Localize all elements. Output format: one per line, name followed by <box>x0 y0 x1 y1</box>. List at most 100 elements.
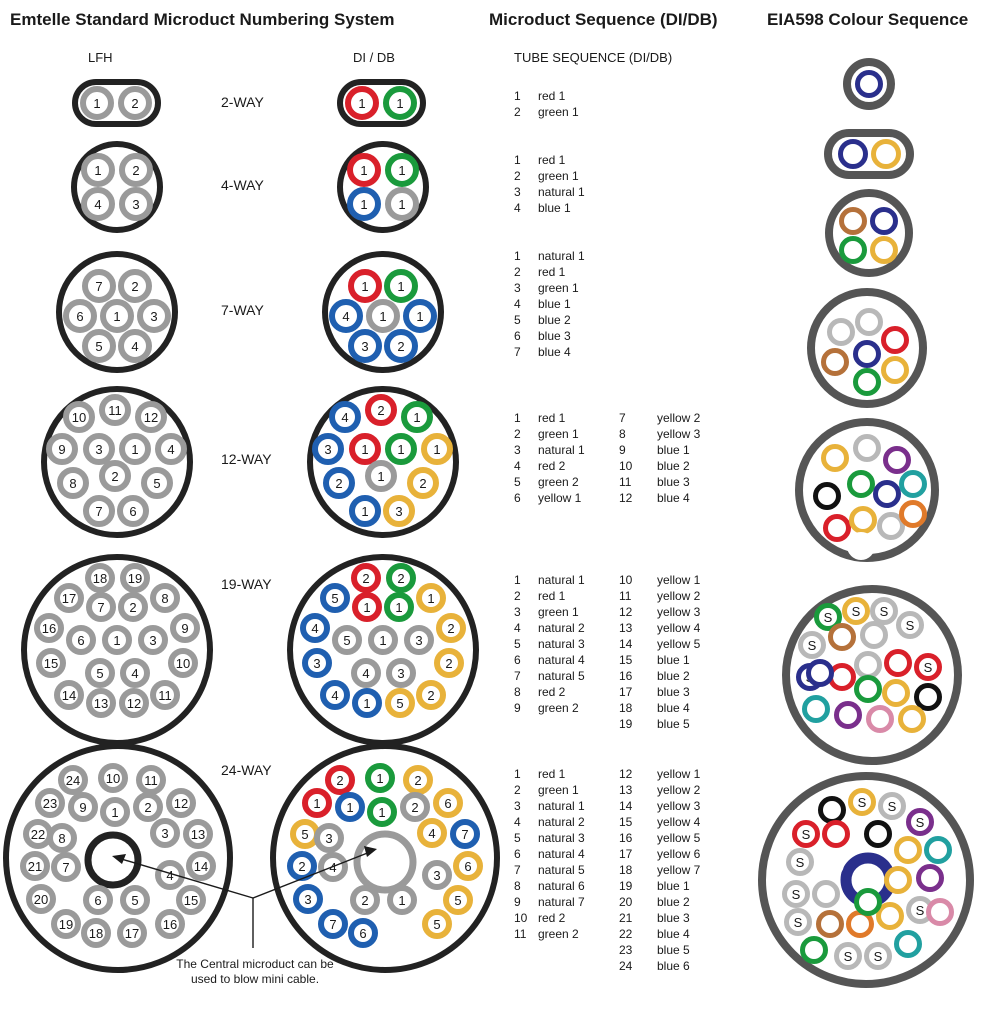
sequence-colour: natural 1 <box>538 249 585 263</box>
microduct-tube <box>368 625 398 655</box>
eia-tube <box>821 444 849 472</box>
eia-tube <box>828 663 856 691</box>
sequence-colour: blue 4 <box>657 927 690 941</box>
microduct-number: 3 <box>161 826 168 841</box>
eia-tube <box>839 236 867 264</box>
sequence-number: 7 <box>514 345 521 359</box>
eia-spare-label: S <box>794 915 803 930</box>
sequence-colour: blue 1 <box>657 443 690 457</box>
eia-spare-label: S <box>874 949 883 964</box>
sequence-colour: blue 6 <box>657 959 690 973</box>
sequence-colour: red 1 <box>538 767 566 781</box>
microduct-tube <box>345 86 379 120</box>
eia-tube <box>873 480 901 508</box>
arrowhead-right <box>364 846 377 857</box>
sequence-colour: green 1 <box>538 427 579 441</box>
microduct-tube <box>365 763 395 793</box>
microduct-tube <box>436 613 466 643</box>
microduct-tube <box>150 818 180 848</box>
sequence-colour: green 1 <box>538 169 579 183</box>
sequence-number: 3 <box>514 605 521 619</box>
eia-tube <box>854 651 882 679</box>
microduct-number: 4 <box>131 666 138 681</box>
microduct-tube <box>422 860 452 890</box>
microduct-number: 2 <box>411 800 418 815</box>
microduct-tube <box>141 467 173 499</box>
microduct-tube <box>404 625 434 655</box>
microduct-number: 1 <box>376 771 383 786</box>
eia-tube <box>883 446 911 474</box>
microduct-tube <box>100 299 134 333</box>
microduct-tube <box>166 788 196 818</box>
microduct-number: 9 <box>58 442 65 457</box>
microduct-tube <box>400 792 430 822</box>
eia-tube <box>914 683 942 711</box>
microduct-number: 8 <box>161 591 168 606</box>
eia-tube <box>847 470 875 498</box>
eia-tube <box>899 470 927 498</box>
way-label-19: 19-WAY <box>221 576 272 592</box>
eia-cable-4 <box>825 189 913 277</box>
sequence-colour: yellow 2 <box>657 783 701 797</box>
microduct-number: 18 <box>89 926 103 941</box>
microduct-number: 2 <box>377 403 384 418</box>
microduct-number: 17 <box>125 926 139 941</box>
microduct-tube <box>312 433 344 465</box>
eia-tube <box>806 659 834 687</box>
microduct-tube <box>320 680 350 710</box>
microduct-number: 21 <box>28 859 42 874</box>
sequence-colour: green 1 <box>538 783 579 797</box>
microduct-tube <box>422 909 452 939</box>
microduct-number: 12 <box>174 796 188 811</box>
microduct-number: 1 <box>377 469 384 484</box>
microduct-tube <box>325 765 355 795</box>
microduct-number: 7 <box>97 600 104 615</box>
sequence-colour: natural 1 <box>538 443 585 457</box>
sequence-number: 3 <box>514 443 521 457</box>
microduct-number: 19 <box>59 917 73 932</box>
sequence-number: 5 <box>514 831 521 845</box>
microduct-tube <box>155 909 185 939</box>
sequence-row: 3 natural 1 <box>514 442 585 458</box>
microduct-tube <box>119 433 151 465</box>
sequence-number: 1 <box>514 89 521 103</box>
microduct-number: 3 <box>313 656 320 671</box>
sequence-number: 8 <box>619 427 626 441</box>
eia-tube <box>870 236 898 264</box>
microduct-tube <box>348 269 382 303</box>
microduct-tube <box>136 765 166 795</box>
microduct-number: 3 <box>433 868 440 883</box>
microduct-tube <box>318 909 348 939</box>
way-label-2: 2-WAY <box>221 94 264 110</box>
eia-spare-label: S <box>824 610 833 625</box>
microduct-number: 2 <box>361 893 368 908</box>
eia-spare-label: S <box>906 618 915 633</box>
microduct-number: 4 <box>428 826 435 841</box>
microduct-number: 2 <box>397 339 404 354</box>
eia-tube <box>813 482 841 510</box>
sequence-number: 4 <box>514 815 521 829</box>
microduct-number: 4 <box>342 309 349 324</box>
eia-tube <box>853 340 881 368</box>
microduct-tube <box>383 86 417 120</box>
microduct-number: 1 <box>416 309 423 324</box>
microduct-number: 11 <box>108 403 122 418</box>
microduct-tube <box>385 688 415 718</box>
eia-spare-label: S <box>808 638 817 653</box>
eia-tube <box>914 653 942 681</box>
microduct-number: 12 <box>127 696 141 711</box>
